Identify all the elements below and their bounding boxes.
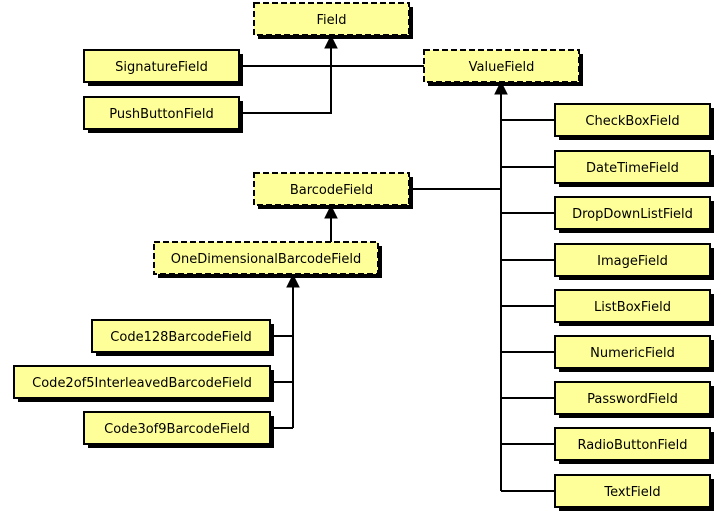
arrowhead-valuefield [494,80,508,95]
class-box-signature-field: SignatureField [83,49,243,86]
class-label: Code128BarcodeField [110,330,251,345]
box-body [554,150,711,184]
class-box-code3of9-barcode-field: Code3of9BarcodeField [83,411,274,448]
class-box-one-dimensional-barcode-field: OneDimensionalBarcodeField [153,241,382,278]
class-label: RadioButtonField [577,438,687,453]
box-body [554,103,711,137]
box-body [554,196,711,230]
class-label: Field [316,13,346,28]
class-label: NumericField [590,346,675,361]
box-body [554,335,711,369]
class-box-date-time-field: DateTimeField [554,150,714,187]
connector-pushbutton-to-field [239,47,332,114]
class-box-check-box-field: CheckBoxField [554,103,714,140]
class-label: OneDimensionalBarcodeField [171,252,361,267]
class-label: DateTimeField [586,161,679,176]
class-box-image-field: ImageField [554,243,714,280]
box-body [554,381,711,415]
class-box-list-box-field: ListBoxField [554,289,714,326]
box-body [153,241,379,275]
box-body [554,243,711,277]
box-body [83,96,240,130]
class-box-drop-down-list-field: DropDownListField [554,196,714,233]
box-body [253,2,410,36]
arrowhead-barcodefield [324,204,338,219]
box-body [91,319,271,353]
class-box-password-field: PasswordField [554,381,714,418]
arrowhead-field [324,34,338,49]
box-body [253,172,410,206]
class-box-push-button-field: PushButtonField [83,96,243,133]
box-body [554,427,711,461]
class-box-code128-barcode-field: Code128BarcodeField [91,319,274,356]
box-body [554,474,711,508]
box-body [423,49,580,83]
class-label: ValueField [469,60,535,75]
class-box-value-field: ValueField [423,49,583,86]
class-label: CheckBoxField [585,114,679,129]
class-box-text-field: TextField [554,474,714,511]
class-label: ImageField [597,254,668,269]
class-box-barcode-field: BarcodeField [253,172,413,209]
box-body [83,411,271,445]
class-label: Code3of9BarcodeField [104,422,250,437]
class-label: PasswordField [587,392,678,407]
class-label: ListBoxField [594,300,671,315]
arrowhead-onedimensional [286,273,300,288]
box-body [554,289,711,323]
class-label: Code2of5InterleavedBarcodeField [32,376,252,391]
class-box-code2of5-interleaved-barcode-field: Code2of5InterleavedBarcodeField [13,365,274,402]
class-label: SignatureField [115,60,208,75]
box-body [13,365,271,399]
class-box-numeric-field: NumericField [554,335,714,372]
class-label: DropDownListField [572,207,693,222]
class-box-radio-button-field: RadioButtonField [554,427,714,464]
class-label: TextField [603,485,660,500]
connector-lines [239,34,555,492]
class-label: PushButtonField [109,107,213,122]
box-body [83,49,240,83]
class-label: BarcodeField [290,183,373,198]
class-box-field: Field [253,2,413,39]
